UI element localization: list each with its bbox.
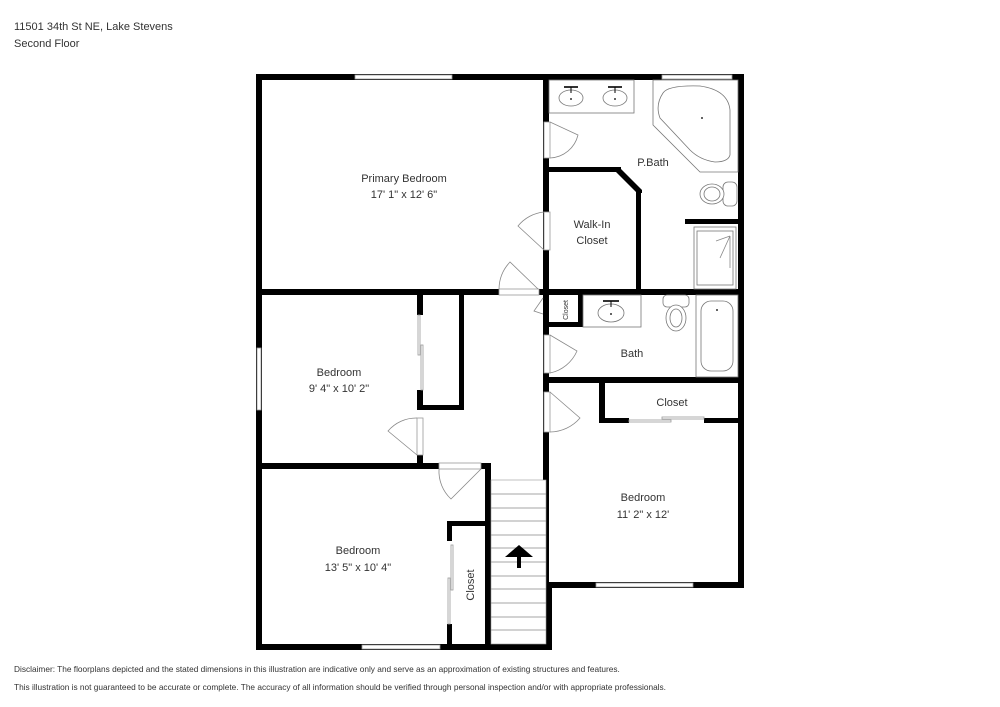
sink-icon — [558, 86, 584, 107]
room-name-bedroom4: Bedroom — [621, 492, 666, 504]
disclaimer-line-1: Disclaimer: The floorplans depicted and … — [14, 664, 620, 674]
bathtub-icon — [695, 294, 739, 378]
room-labels: Primary Bedroom 17' 1" x 12' 6" P.Bath W… — [309, 157, 688, 601]
room-name-bath: Bath — [621, 348, 644, 360]
room-name-bedroom2: Bedroom — [317, 367, 362, 379]
property-address: 11501 34th St NE, Lake Stevens — [14, 21, 173, 33]
room-dims-bedroom4: 11' 2" x 12' — [617, 509, 670, 521]
room-name-bedroom3: Bedroom — [336, 545, 381, 557]
room-name-primary-bedroom: Primary Bedroom — [361, 173, 447, 185]
floor-label: Second Floor — [14, 38, 80, 50]
bath-fixtures — [582, 294, 739, 378]
room-name-walk-in-closet-2: Closet — [576, 235, 607, 247]
arrow-up-icon — [505, 545, 533, 568]
bathtub-icon — [652, 79, 739, 173]
sink-icon — [597, 300, 625, 323]
shower-icon — [693, 226, 737, 290]
room-name-bedroom4-closet: Closet — [656, 397, 687, 409]
toilet-icon — [662, 294, 690, 332]
room-name-bedroom3-closet: Closet — [465, 569, 477, 600]
windows — [256, 74, 733, 650]
sink-icon — [602, 86, 628, 107]
doors — [387, 121, 705, 625]
pbath-fixtures — [548, 79, 739, 290]
stairs — [490, 479, 547, 645]
room-name-walk-in-closet-1: Walk-In — [574, 219, 611, 231]
toilet-icon — [699, 181, 738, 207]
room-dims-bedroom2: 9' 4" x 10' 2" — [309, 383, 369, 395]
room-name-pbath: P.Bath — [637, 157, 669, 169]
room-name-linen-closet: Closet — [563, 300, 570, 320]
room-dims-primary-bedroom: 17' 1" x 12' 6" — [371, 189, 438, 201]
disclaimer-line-2: This illustration is not guaranteed to b… — [14, 682, 666, 692]
room-dims-bedroom3: 13' 5" x 10' 4" — [325, 562, 392, 574]
